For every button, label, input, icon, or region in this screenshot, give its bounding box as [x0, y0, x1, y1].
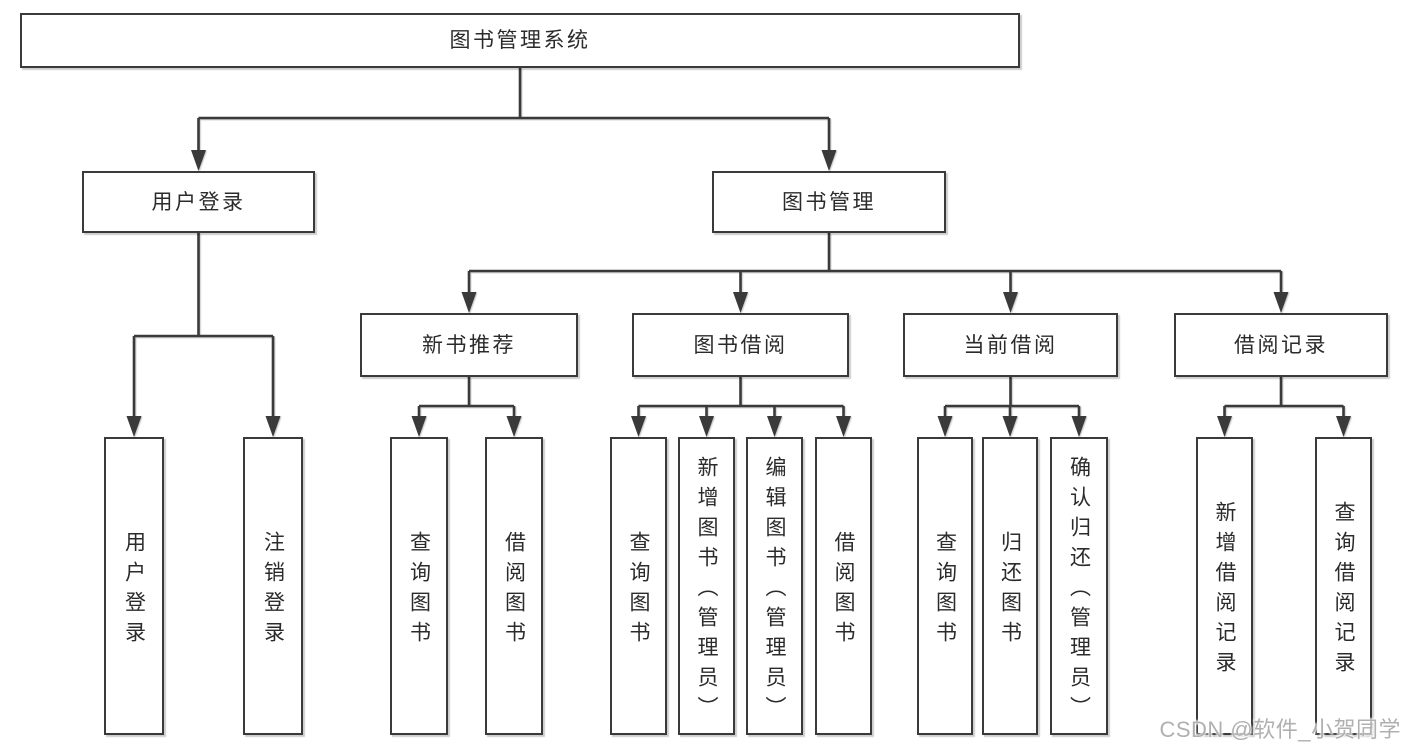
node-root-label: 图书管理系统 — [449, 29, 591, 52]
leaf-br-query-record-label: 查询借阅记录 — [1332, 500, 1355, 681]
arrowhead — [1002, 416, 1018, 437]
leaf-bb-borrow-books: 借阅图书 — [815, 437, 872, 735]
arrowhead — [265, 416, 281, 437]
connector-current-borrow-to-leaves — [937, 377, 1087, 437]
connector-root-to-level2 — [191, 68, 837, 171]
arrowhead — [1273, 292, 1289, 313]
watermark: CSDN @软件_小贺同学 — [1159, 717, 1401, 742]
connector-book-management-to-level3 — [461, 233, 1289, 313]
leaf-nbr-borrow-books-label: 借阅图书 — [502, 530, 526, 651]
node-borrow-records-label: 借阅记录 — [1234, 333, 1328, 357]
leaf-bb-add-book-admin: 新增图书（管理员） — [678, 437, 735, 735]
arrowhead — [836, 416, 851, 437]
arrowhead — [461, 292, 477, 313]
arrowhead — [767, 416, 782, 437]
arrowhead — [411, 416, 427, 437]
arrowhead — [1003, 292, 1018, 313]
node-new-book-recommend-label: 新书推荐 — [422, 333, 516, 357]
leaf-nbr-query-books-label: 查询图书 — [407, 530, 431, 651]
leaf-br-add-record-label: 新增借阅记录 — [1213, 500, 1236, 681]
node-book-management: 图书管理 — [712, 171, 946, 233]
connector-user-login-to-leaves — [126, 233, 281, 437]
leaf-bb-query-books: 查询图书 — [610, 437, 667, 735]
leaf-cb-confirm-return-admin: 确认归还（管理员） — [1050, 437, 1108, 735]
leaf-cb-query-books: 查询图书 — [917, 437, 973, 735]
connector-new-book-recommend-to-leaves — [411, 377, 522, 437]
node-user-login-label: 用户登录 — [151, 190, 246, 214]
leaf-bb-query-books-label: 查询图书 — [627, 530, 650, 651]
leaf-user-login: 用户登录 — [104, 437, 164, 735]
leaf-logout: 注销登录 — [243, 437, 303, 735]
node-book-borrow: 图书借阅 — [632, 313, 849, 377]
node-current-borrow-label: 当前借阅 — [963, 333, 1058, 357]
node-current-borrow: 当前借阅 — [903, 313, 1118, 377]
leaf-bb-edit-book-admin-label: 编辑图书（管理员） — [763, 455, 786, 726]
arrowhead — [126, 416, 142, 437]
leaf-bb-edit-book-admin: 编辑图书（管理员） — [746, 437, 803, 735]
arrowhead — [699, 416, 714, 437]
leaf-bb-add-book-admin-label: 新增图书（管理员） — [695, 455, 718, 726]
arrowhead — [821, 150, 837, 171]
arrowhead — [937, 416, 953, 437]
connector-borrow-records-to-leaves — [1217, 377, 1351, 437]
leaf-br-add-record: 新增借阅记录 — [1196, 437, 1253, 735]
arrowhead — [1336, 416, 1351, 437]
node-root: 图书管理系统 — [20, 13, 1020, 68]
leaf-logout-label: 注销登录 — [261, 530, 285, 651]
connector-book-borrow-to-leaves — [631, 377, 851, 437]
leaf-cb-query-books-label: 查询图书 — [933, 530, 957, 651]
arrowhead — [1217, 416, 1232, 437]
arrowhead — [733, 292, 748, 313]
leaf-cb-confirm-return-admin-label: 确认归还（管理员） — [1067, 455, 1091, 726]
leaf-bb-borrow-books-label: 借阅图书 — [832, 530, 855, 651]
leaf-user-login-label: 用户登录 — [122, 530, 146, 651]
node-new-book-recommend: 新书推荐 — [360, 313, 578, 377]
node-book-management-label: 图书管理 — [782, 190, 876, 214]
node-borrow-records: 借阅记录 — [1174, 313, 1388, 377]
leaf-nbr-query-books: 查询图书 — [390, 437, 448, 735]
arrowhead — [191, 150, 206, 171]
arrowhead — [1071, 416, 1087, 437]
node-book-borrow-label: 图书借阅 — [693, 333, 788, 357]
leaf-cb-return-books: 归还图书 — [982, 437, 1038, 735]
leaf-cb-return-books-label: 归还图书 — [998, 530, 1022, 651]
leaf-br-query-record: 查询借阅记录 — [1315, 437, 1372, 735]
arrowhead — [506, 416, 522, 437]
node-user-login: 用户登录 — [82, 171, 315, 233]
leaf-nbr-borrow-books: 借阅图书 — [485, 437, 543, 735]
arrowhead — [631, 416, 646, 437]
